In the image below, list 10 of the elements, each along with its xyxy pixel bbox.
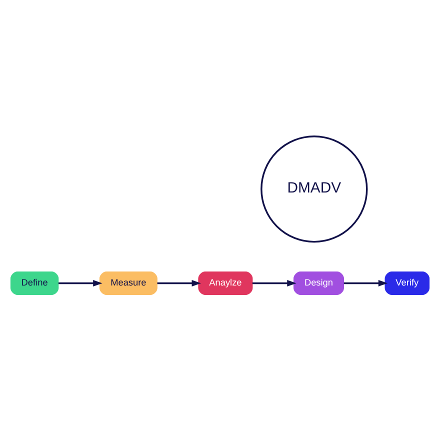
arrow — [157, 280, 201, 286]
node-box: Measure — [99, 270, 158, 294]
arrow — [252, 280, 296, 286]
node-box: Define — [10, 270, 59, 294]
node-box: Verify — [384, 270, 430, 294]
node-circle: DMADV — [260, 134, 368, 242]
arrow — [344, 280, 388, 286]
arrow — [58, 280, 102, 286]
node-box: Design — [293, 270, 344, 294]
node-box: Anaylze — [198, 270, 253, 294]
